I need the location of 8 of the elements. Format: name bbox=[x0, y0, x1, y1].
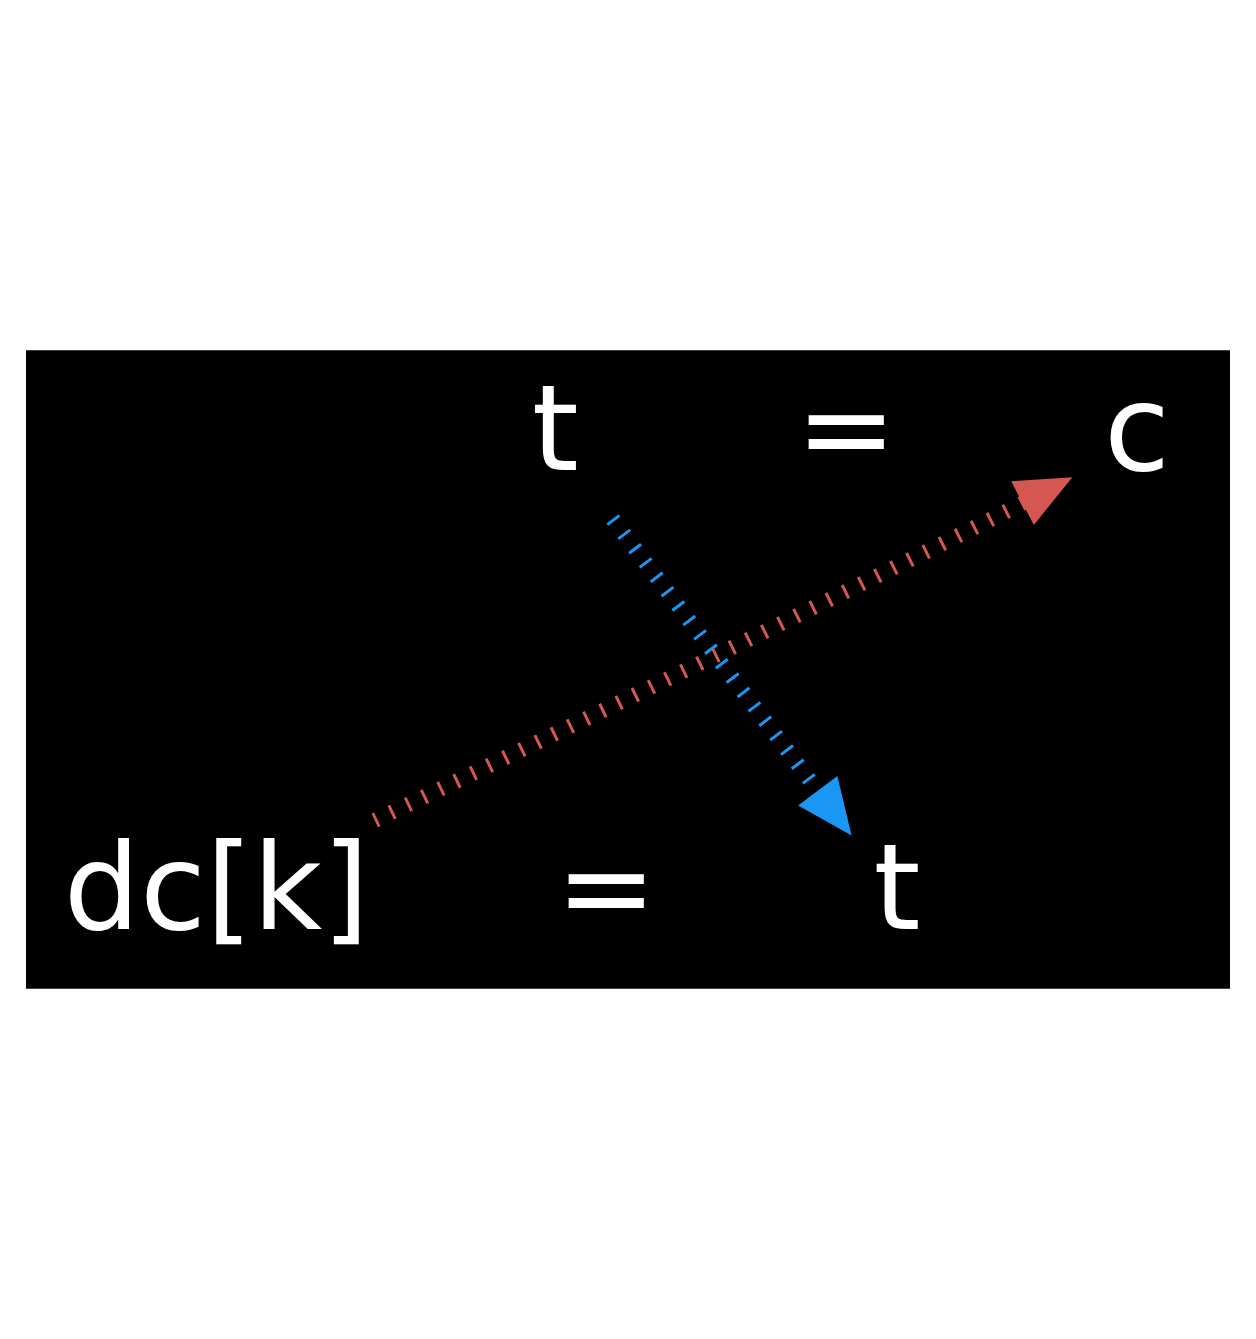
node-text: t bbox=[873, 817, 921, 957]
arrow bbox=[606, 514, 852, 836]
arrow bbox=[371, 477, 1073, 828]
node-text: dc[k] bbox=[63, 817, 369, 957]
node-text: = bbox=[556, 817, 657, 957]
node-text: c bbox=[1104, 359, 1171, 499]
node-text: = bbox=[795, 359, 897, 499]
node-text: t bbox=[531, 359, 579, 499]
